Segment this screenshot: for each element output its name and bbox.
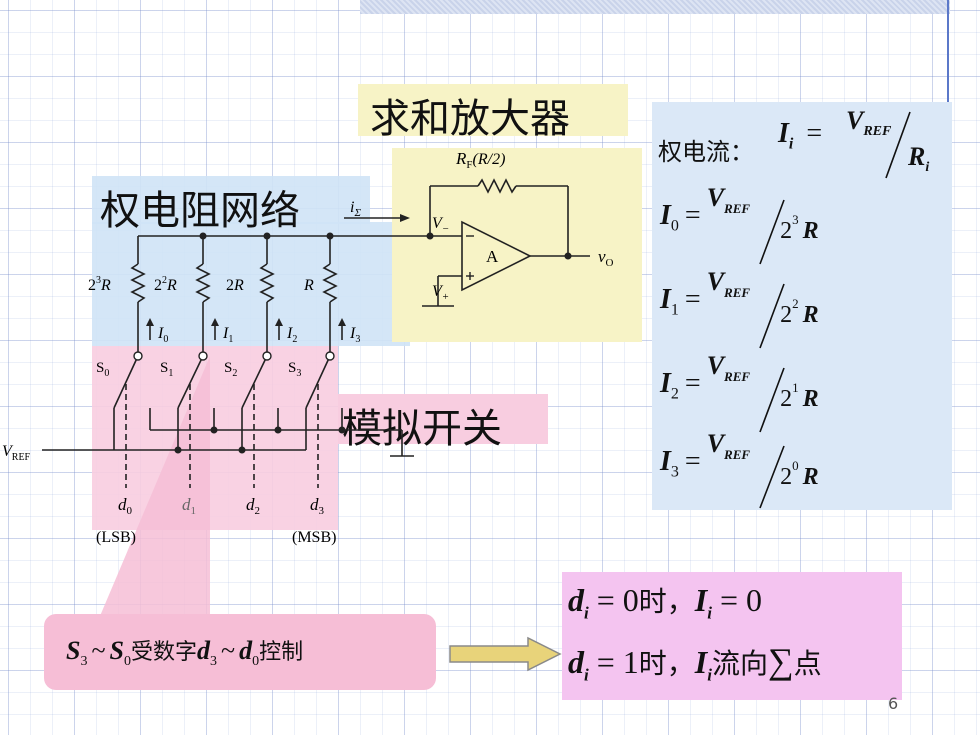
resistor-label-1: 22R	[154, 275, 177, 294]
i-sigma-label: iΣ	[350, 199, 361, 219]
vref-label: VREF	[2, 443, 31, 463]
digit-label-3: d3	[310, 495, 325, 517]
weighted-network-label-bg	[92, 176, 370, 224]
weighted-network-region	[92, 222, 410, 346]
lsb-label: (LSB)	[96, 529, 136, 546]
msb-label: (MSB)	[292, 529, 336, 546]
weighted-network-title: 权电阻网络	[100, 188, 300, 234]
amp-label: A	[486, 247, 499, 266]
analog-switch-label-bg	[338, 394, 548, 444]
analog-switch-region	[92, 346, 338, 530]
page-number: 6	[888, 694, 899, 713]
top-decor-band	[360, 0, 950, 14]
switch-label-1: S1	[160, 360, 173, 379]
switch-label-0: S0	[96, 360, 109, 379]
resistor-label-2: 2R	[226, 277, 244, 294]
resistor-label-0: 23R	[88, 275, 111, 294]
rule-box	[562, 572, 902, 700]
formula-panel	[652, 102, 952, 510]
fraction-slash-generic	[885, 111, 911, 179]
rule-zero: di=0时，Ii=0	[568, 582, 763, 623]
formula-generic-fraction: VREF	[846, 106, 892, 140]
current-label-0: I0	[157, 325, 168, 345]
right-arrow-icon	[449, 636, 562, 672]
control-callout	[44, 614, 436, 690]
current-label-3: I3	[349, 325, 360, 345]
current-label-1: I1	[222, 325, 233, 345]
weighted-current-label: 权电流：	[658, 138, 754, 166]
vo-label: vO	[598, 247, 614, 269]
summing-amp-region	[392, 148, 642, 342]
formula-generic: Ii =	[778, 118, 823, 153]
summing-amp-label-bg	[358, 84, 628, 136]
analog-switch-title: 模拟开关	[342, 406, 502, 452]
digit-label-2: d2	[246, 495, 260, 517]
digit-label-0: d0	[118, 495, 133, 517]
fraction-slashes	[759, 199, 785, 509]
resistor-label-3: R	[303, 277, 314, 294]
switch-label-3: S3	[288, 360, 301, 379]
digit-label-1: d1	[182, 495, 196, 517]
formula-generic-den: Ri	[908, 142, 930, 176]
v-plus-label: V+	[432, 283, 449, 303]
summing-amp-title: 求和放大器	[370, 96, 570, 142]
rf-label: RF(R/2)	[455, 149, 505, 171]
control-statement: S3~S0受数字d3~d0控制	[66, 636, 304, 670]
rule-one: di=1时，Ii流向∑点	[568, 641, 822, 685]
v-minus-label: V−	[432, 215, 449, 235]
switch-label-2: S2	[224, 360, 237, 379]
current-label-2: I2	[286, 325, 297, 345]
